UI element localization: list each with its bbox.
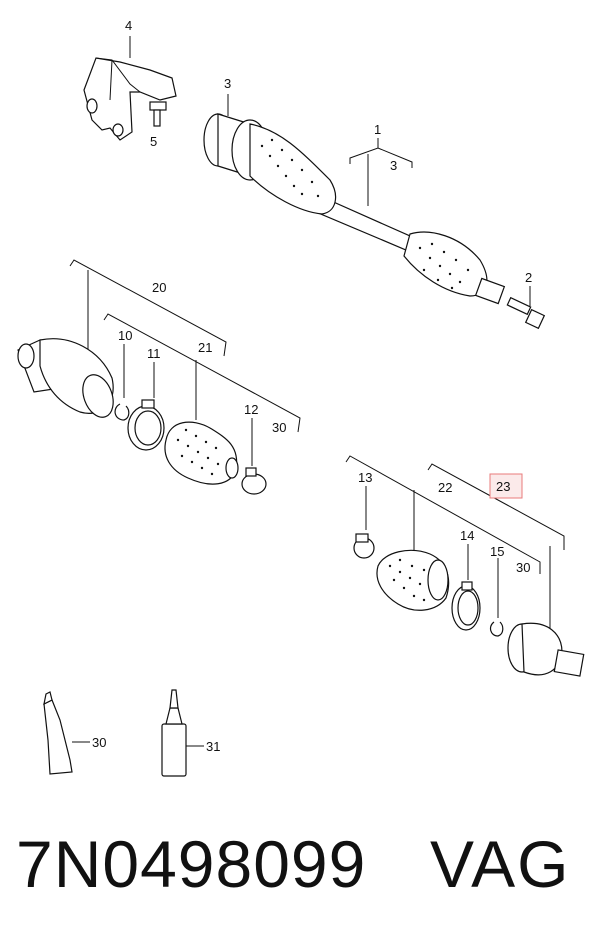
boot-21-dots — [176, 428, 220, 476]
callout-12: 12 — [244, 402, 258, 417]
clamp-12 — [241, 467, 267, 495]
callout-5: 5 — [150, 134, 157, 149]
callout-15: 15 — [490, 544, 504, 559]
grease-tube — [43, 691, 73, 775]
callout-4: 4 — [125, 18, 132, 33]
boot-right — [376, 549, 450, 611]
bolt-5 — [149, 101, 167, 127]
boot-texture-dots — [260, 138, 470, 290]
callout-30-right: 30 — [516, 560, 530, 575]
clamp-14 — [451, 581, 481, 631]
footer: 7N0498099 VAG — [10, 826, 590, 916]
callout-30-left: 30 — [272, 420, 286, 435]
clamp-13 — [353, 533, 375, 559]
callout-31: 31 — [206, 739, 220, 754]
callout-14: 14 — [460, 528, 474, 543]
cv-joint-left — [17, 338, 114, 418]
callout-1: 1 — [374, 122, 381, 137]
callout-23: 23 — [496, 479, 510, 494]
heat-shield-bracket — [83, 57, 177, 141]
callout-21: 21 — [198, 340, 212, 355]
clamp-11 — [127, 399, 165, 451]
sealant-bottle — [161, 689, 187, 777]
boot-21 — [164, 421, 239, 485]
circlip-15 — [489, 621, 504, 637]
bolt-2 — [506, 296, 546, 330]
callout-11: 11 — [147, 346, 161, 361]
brand-name: VAG — [430, 827, 571, 901]
callout-20: 20 — [152, 280, 166, 295]
callout-10: 10 — [118, 328, 132, 343]
drive-shaft-assembly — [203, 113, 506, 305]
circlip-10 — [114, 403, 130, 421]
callout-3-bracket: 3 — [390, 158, 397, 173]
callout-30-tube: 30 — [92, 735, 106, 750]
cv-joint-right — [507, 622, 585, 677]
callout-3-joint: 3 — [224, 76, 231, 91]
highlight-23 — [489, 473, 523, 499]
boot-right-dots — [388, 558, 426, 602]
part-number: 7N0498099 — [16, 827, 367, 901]
callout-2: 2 — [525, 270, 532, 285]
callout-22: 22 — [438, 480, 452, 495]
callout-13: 13 — [358, 470, 372, 485]
